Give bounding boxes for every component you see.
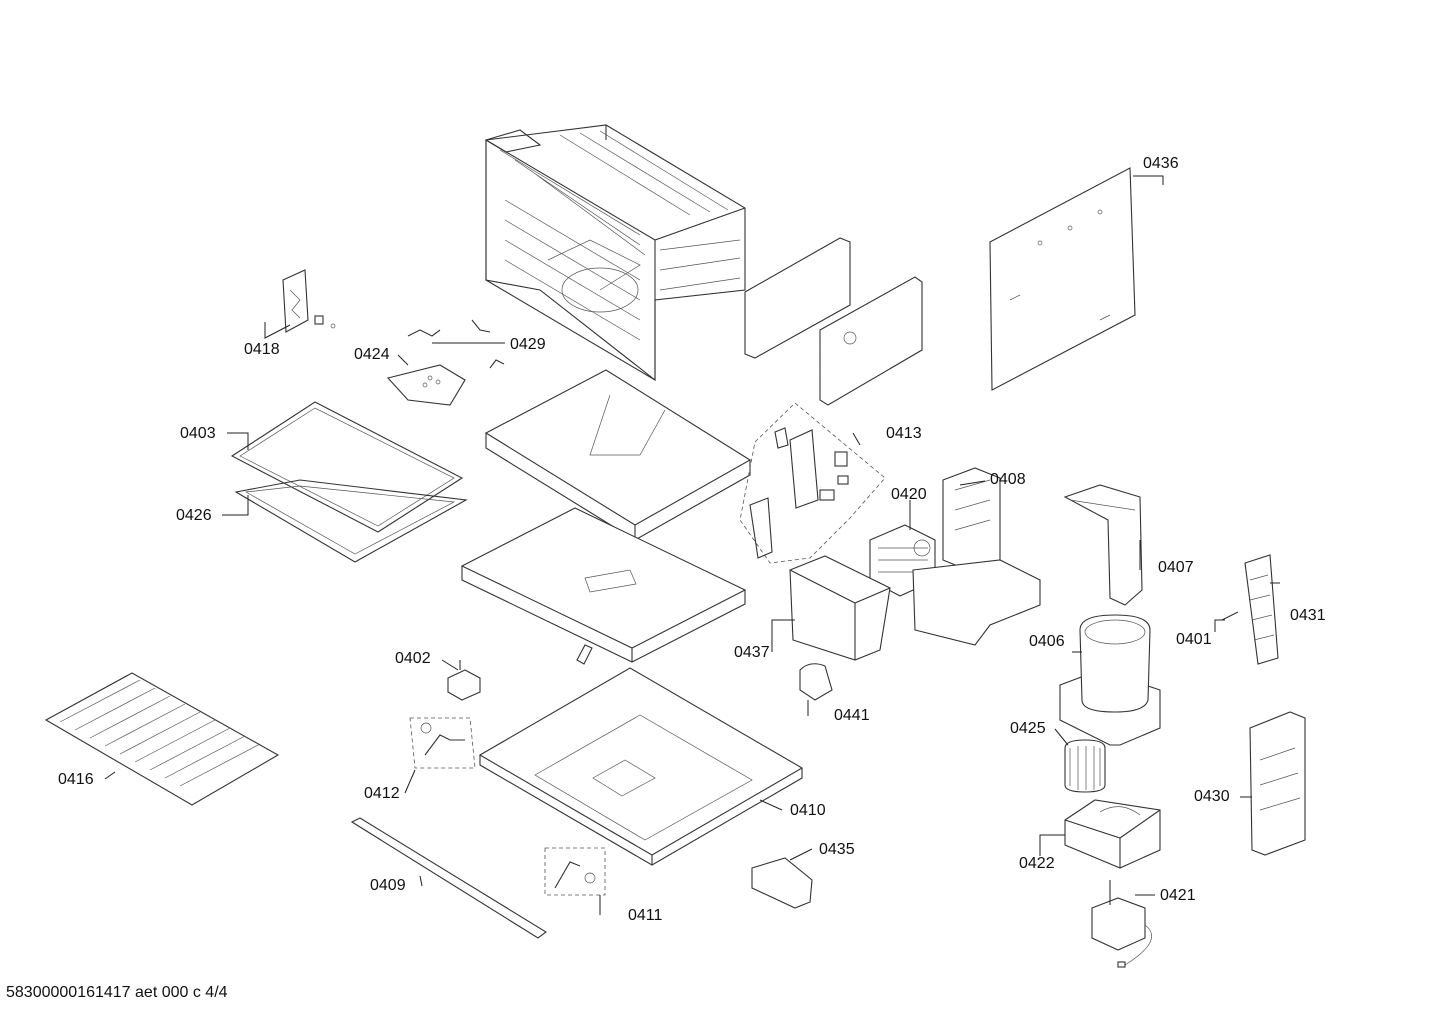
- label-0429: 0429: [510, 336, 546, 353]
- label-0422: 0422: [1019, 855, 1055, 872]
- motor-0402: [447, 660, 481, 701]
- label-0408: 0408: [990, 471, 1026, 488]
- back-panel-0436: [989, 167, 1136, 391]
- blower-housing-0407: [1063, 484, 1143, 606]
- pcb-0430: [1249, 711, 1306, 856]
- bracket-0412: [409, 717, 476, 769]
- label-0421: 0421: [1160, 887, 1196, 904]
- bracket-group-0413: [739, 402, 886, 564]
- label-0426: 0426: [176, 507, 212, 524]
- fan-wheel-0425: [1064, 739, 1106, 793]
- label-0420: 0420: [891, 486, 927, 503]
- tray: [460, 507, 747, 665]
- glass-0403: [230, 401, 464, 533]
- label-0430: 0430: [1194, 788, 1230, 805]
- base-0410: [478, 667, 804, 866]
- housing-0437: [789, 555, 891, 661]
- bracket-0435: [751, 857, 813, 909]
- bracket-0411: [544, 847, 606, 896]
- housing-0424: [386, 364, 466, 406]
- cover-plate: [484, 369, 752, 541]
- fan-housing-0406: [1059, 614, 1161, 746]
- label-0441: 0441: [834, 707, 870, 724]
- rail-0409: [350, 817, 547, 939]
- cable-0441: [799, 663, 833, 701]
- label-0436: 0436: [1143, 155, 1179, 172]
- motor-0421: [1091, 880, 1152, 968]
- label-0402: 0402: [395, 650, 431, 667]
- label-0424: 0424: [354, 346, 390, 363]
- label-0437: 0437: [734, 644, 770, 661]
- label-0403: 0403: [180, 425, 216, 442]
- label-0401: 0401: [1176, 631, 1212, 648]
- label-0410: 0410: [790, 802, 826, 819]
- label-0416: 0416: [58, 771, 94, 788]
- rack-0416: [44, 672, 280, 806]
- frame-0426: [234, 479, 468, 563]
- label-0411: 0411: [628, 907, 663, 924]
- clips-0429: [407, 319, 505, 369]
- label-0413: 0413: [886, 425, 922, 442]
- leader-lines: [104, 175, 1280, 915]
- pcb-0431: [1221, 554, 1279, 665]
- label-0418: 0418: [244, 341, 280, 358]
- label-0406: 0406: [1029, 633, 1065, 650]
- oven-cavity: [484, 124, 746, 382]
- label-0409: 0409: [370, 877, 406, 894]
- drawing-reference-footer: 58300000161417 aet 000 c 4/4: [6, 984, 228, 1001]
- panel-0418: [282, 269, 336, 333]
- label-0412: 0412: [364, 785, 400, 802]
- side-panels: [744, 237, 923, 406]
- label-0407: 0407: [1158, 559, 1194, 576]
- label-0435: 0435: [819, 841, 855, 858]
- label-0425: 0425: [1010, 720, 1046, 737]
- motor-bracket-0422: [1064, 799, 1161, 869]
- label-0431: 0431: [1290, 607, 1326, 624]
- duct-body: [912, 559, 1041, 646]
